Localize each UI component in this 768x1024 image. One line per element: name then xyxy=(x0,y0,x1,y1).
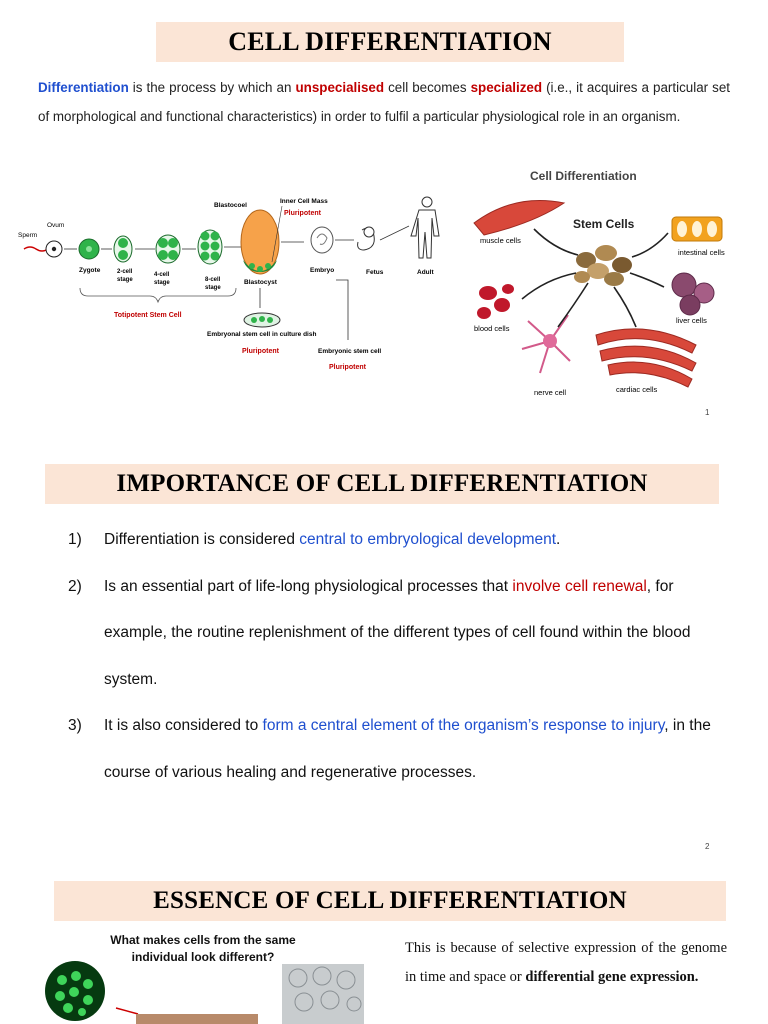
label-muscle: muscle cells xyxy=(480,236,521,245)
essence-text: This is because of selective expression … xyxy=(405,940,727,985)
label-stem-cells: Stem Cells xyxy=(573,217,635,231)
label-fetus: Fetus xyxy=(366,269,384,276)
intro-text-3: (i.e., it acquires a particular set of m… xyxy=(38,80,730,124)
label-pluripotent-dish: Pluripotent xyxy=(242,348,280,355)
term-specialized: specialized xyxy=(470,80,543,95)
eight-cell-icon xyxy=(200,231,210,241)
development-stages-diagram: Sperm Ovum Zygote 2-cell stage 4-cell st… xyxy=(18,196,440,371)
label-zygote: Zygote xyxy=(79,267,101,274)
four-cell-icon xyxy=(158,238,168,248)
list-item: 3) It is also considered to form a centr… xyxy=(68,703,728,796)
list-item-text: Is an essential part of life-long physio… xyxy=(104,577,513,595)
intro-paragraph: Differentiation is the process by which … xyxy=(38,74,730,131)
stem-cells-icon xyxy=(574,245,632,286)
label-sperm: Sperm xyxy=(18,232,37,239)
label-pluripotent-icm: Pluripotent xyxy=(284,210,322,217)
nerve-cell-icon xyxy=(521,314,571,374)
label-cardiac: cardiac cells xyxy=(616,385,658,394)
label-culture-dish: Embryonal stem cell in culture dish xyxy=(207,331,316,338)
label-liver: liver cells xyxy=(676,316,707,325)
embryo-icon xyxy=(310,226,334,254)
list-item: 2) Is an essential part of life-long phy… xyxy=(68,564,728,704)
question-heading: What makes cells from the same individua… xyxy=(110,933,296,964)
list-item-highlight: form a central element of the organism’s… xyxy=(262,717,665,734)
essence-bold: differential gene expression. xyxy=(525,969,699,985)
section-title-importance: IMPORTANCE OF CELL DIFFERENTIATION xyxy=(45,464,719,504)
label-ovum: Ovum xyxy=(47,222,64,229)
blastocyst-icon xyxy=(240,209,280,275)
section-title-cell-differentiation: CELL DIFFERENTIATION xyxy=(156,22,624,62)
muscle-cells-icon xyxy=(473,200,566,236)
list-item-highlight: central to embryological development xyxy=(299,531,557,548)
list-item-highlight: involve cell renewal xyxy=(512,577,647,595)
list-item-number: 2) xyxy=(68,577,82,595)
cell-images-row xyxy=(45,961,364,1024)
label-nerve: nerve cell xyxy=(534,388,566,397)
list-item-number: 1) xyxy=(68,531,82,548)
list-item: 1) Differentiation is considered central… xyxy=(68,517,728,564)
section-title-essence: ESSENCE OF CELL DIFFERENTIATION xyxy=(54,881,726,921)
term-differentiation: Differentiation xyxy=(38,80,129,95)
label-2cell-stage: stage xyxy=(117,277,133,283)
label-8cell-stage: stage xyxy=(205,285,221,291)
label-4cell: 4-cell xyxy=(154,272,170,278)
label-inner-cell-mass: Inner Cell Mass xyxy=(280,198,328,205)
liver-cells-icon xyxy=(671,272,715,316)
label-embryo: Embryo xyxy=(310,267,334,274)
label-blastocyst: Blastocyst xyxy=(244,279,278,286)
intro-text-1: is the process by which an xyxy=(128,80,296,95)
page-number-2: 2 xyxy=(705,842,710,851)
label-pluripotent-esc: Pluripotent xyxy=(329,364,367,371)
label-blood: blood cells xyxy=(474,324,510,333)
stem-cells-diagram: Cell Differentiation Stem Cells muscle c… xyxy=(473,169,725,397)
label-blastocoel: Blastocoel xyxy=(214,202,247,209)
list-item-text-end: . xyxy=(556,531,561,548)
label-embryonic-stem: Embryonic stem cell xyxy=(318,348,381,355)
page-number-1: 1 xyxy=(705,408,710,417)
essence-paragraph: This is because of selective expression … xyxy=(405,934,727,992)
stem-diagram-title: Cell Differentiation xyxy=(530,169,637,183)
importance-list: 1) Differentiation is considered central… xyxy=(68,517,728,796)
list-item-text-end: , in the course of various healing and r… xyxy=(104,717,711,781)
label-intestinal: intestinal cells xyxy=(678,248,725,257)
label-totipotent: Totipotent Stem Cell xyxy=(114,312,182,319)
list-item-text: Differentiation is considered xyxy=(104,531,300,548)
label-2cell: 2-cell xyxy=(117,269,133,275)
differentiation-arrows xyxy=(521,228,669,328)
intestinal-cells-icon xyxy=(671,216,723,242)
cardiac-cells-icon xyxy=(595,328,697,388)
center-image-icon xyxy=(136,1014,258,1024)
list-item-number: 3) xyxy=(68,717,82,734)
list-item-text: It is also considered to xyxy=(104,717,263,734)
term-unspecialised: unspecialised xyxy=(295,80,385,95)
sperm-icon xyxy=(23,246,49,252)
adult-icon xyxy=(410,196,440,259)
list-item-text-end: , for example, the routine replenishment… xyxy=(104,577,691,688)
label-4cell-stage: stage xyxy=(154,280,170,286)
two-cell-icon xyxy=(118,238,128,248)
intro-text-2: cell becomes xyxy=(384,80,471,95)
blood-cells-icon xyxy=(477,284,514,319)
arrow-icon xyxy=(115,1007,139,1015)
label-8cell: 8-cell xyxy=(205,277,221,283)
label-adult: Adult xyxy=(417,269,434,276)
